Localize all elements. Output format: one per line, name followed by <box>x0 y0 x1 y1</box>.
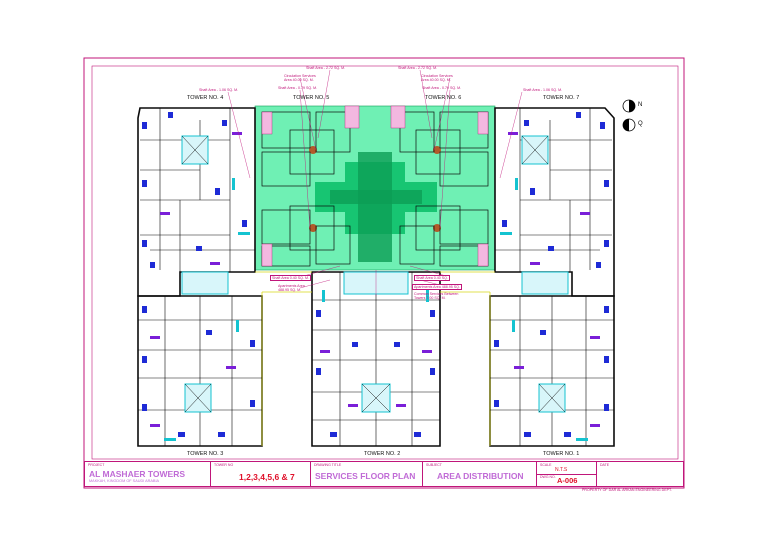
project-location: MAKKAH, KINGDOM OF SAUDI ARABIA <box>89 479 160 483</box>
dwg-number: A-006 <box>557 476 578 485</box>
callout-common-1: Common Services Between <box>414 292 459 296</box>
callout-shaft-mid-right: Shaft Area - 0.79 SQ. M. <box>422 86 462 90</box>
drawing-title-cell: DRAWING TITLE SERVICES FLOOR PLAN <box>311 462 423 486</box>
callout-common-2: Towers 7.00 SQ. M. <box>414 296 446 300</box>
subject-caption: SUBJECT <box>426 463 442 467</box>
tower-1-label: TOWER NO. 1 <box>543 451 580 457</box>
callout-shaft-low-left: Shaft Area 0.40 SQ. M. <box>270 275 311 281</box>
tower-3-label: TOWER NO. 3 <box>187 451 224 457</box>
north-symbols <box>622 99 636 132</box>
columns <box>142 112 609 441</box>
callout-apartments-right: Apartments Area 488.95 SQ. <box>412 284 462 290</box>
tower-caption: TOWER NO <box>214 463 234 467</box>
callout-shaft-mid-left: Shaft Area - 0.79 SQ. M. <box>278 86 318 90</box>
tower-cell: TOWER NO 1,2,3,4,5,6 & 7 <box>211 462 311 486</box>
callout-apartments-left-2: 488.95 SQ. M. <box>278 288 302 292</box>
title-block: PROJECT AL MASHAER TOWERS MAKKAH, KINGDO… <box>84 461 684 487</box>
project-cell: PROJECT AL MASHAER TOWERS MAKKAH, KINGDO… <box>85 462 211 486</box>
tower-7-label: TOWER NO. 7 <box>543 95 580 101</box>
plan-frame <box>91 65 679 460</box>
property-note: PROPERTY OF DAR AL ARKAN ENGINEERING DEP… <box>582 488 672 492</box>
callout-circulation-right-2: Area 40.00 SQ. M. <box>421 78 451 82</box>
core-cross <box>181 135 566 413</box>
callout-circulation-right-1: Circulation Services <box>421 74 453 78</box>
dwg-caption: DWG NO. <box>540 475 556 479</box>
tower-outlines <box>137 107 615 447</box>
scale-caption: SCALE <box>540 463 552 467</box>
callout-shaft-low-right: Shaft Area 0.40 SQ. <box>414 275 450 281</box>
tower-4-label: TOWER NO. 4 <box>187 95 224 101</box>
scale-box: SCALE N.T.S <box>537 462 596 475</box>
date-caption: DATE <box>600 463 610 467</box>
sheet-frame <box>83 57 685 489</box>
callout-shaft-top-left: Shaft Area - 2.72 SQ. M. <box>306 66 346 70</box>
project-name: AL MASHAER TOWERS <box>89 469 186 479</box>
callout-shaft-far-right: Shaft Area - 1.06 SQ. M. <box>523 88 563 92</box>
callout-circulation-left-2: Area 40.00 SQ. M. <box>284 78 314 82</box>
subject-cell: SUBJECT AREA DISTRIBUTION <box>423 462 537 486</box>
callout-circulation-left-1: Circulation Services <box>284 74 316 78</box>
scale-value: N.T.S <box>555 467 568 473</box>
subject-title: AREA DISTRIBUTION <box>437 471 524 481</box>
tower-5-label: TOWER NO. 5 <box>293 95 330 101</box>
services-zone <box>254 105 496 271</box>
tower-numbers: 1,2,3,4,5,6 & 7 <box>239 472 295 482</box>
project-caption: PROJECT <box>88 463 105 467</box>
drawing-title: SERVICES FLOOR PLAN <box>315 471 416 481</box>
drawing-caption: DRAWING TITLE <box>314 463 342 467</box>
podium-line <box>261 291 491 446</box>
callout-shaft-top-right: Shaft Area - 2.72 SQ. M. <box>398 66 438 70</box>
scale-dwg-cell: SCALE N.T.S DWG NO. A-006 <box>537 462 597 486</box>
callout-apartments-left-1: Apartments Area <box>278 284 305 288</box>
north-label-q: Q <box>638 121 643 127</box>
dwg-box: DWG NO. A-006 <box>537 474 596 486</box>
callout-shaft-far-left: Shaft Area - 1.06 SQ. M. <box>199 88 239 92</box>
tower-2-label: TOWER NO. 2 <box>364 451 401 457</box>
tower-6-label: TOWER NO. 6 <box>425 95 462 101</box>
north-label-n: N <box>638 102 643 108</box>
date-cell: DATE <box>597 462 683 486</box>
